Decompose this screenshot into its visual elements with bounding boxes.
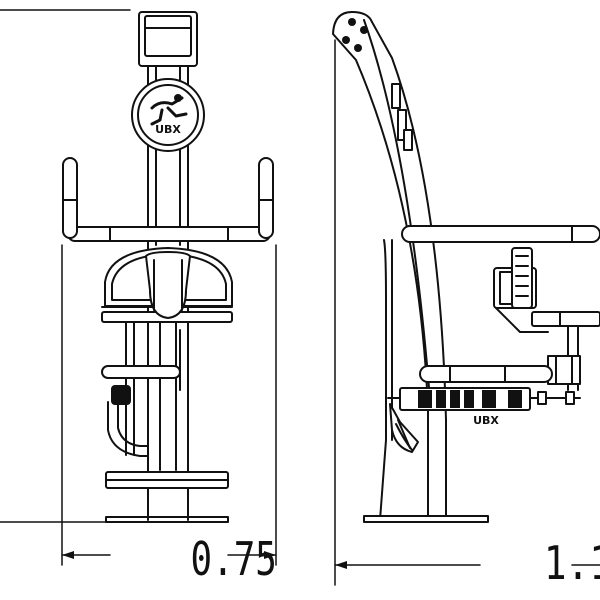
side-curved-frame [332,11,447,521]
front-left-handle [62,157,78,239]
side-pivot-assembly: UBX [387,387,581,427]
front-back-rest [138,11,198,67]
front-handle-crossbar [67,226,271,242]
side-seat-mechanism [493,247,600,391]
side-footrest [419,365,553,383]
side-back-pad-mounts [391,83,413,151]
side-depth-dimension: 1.1 [544,536,600,590]
front-base-plate [105,487,229,523]
front-right-handle [258,157,274,239]
front-width-dimension: 0.75 [190,533,276,587]
front-view: UBX [0,9,277,587]
front-seat-post [145,251,191,319]
side-back-strut [379,239,393,521]
side-support-bracket [389,403,419,453]
front-logo-disc: UBX [131,78,205,152]
side-brand-logo: UBX [473,414,499,427]
front-dim-arrow-right [264,551,276,559]
side-handlebar [401,225,600,243]
side-dim-arrow-left [335,561,347,569]
front-brand-logo: UBX [155,123,181,136]
front-footrest [105,471,229,489]
front-dim-arrow-left [62,551,74,559]
side-base-plate [363,515,489,523]
front-lower-linkage [101,321,181,471]
side-view: UBX 1.1 [332,11,600,590]
